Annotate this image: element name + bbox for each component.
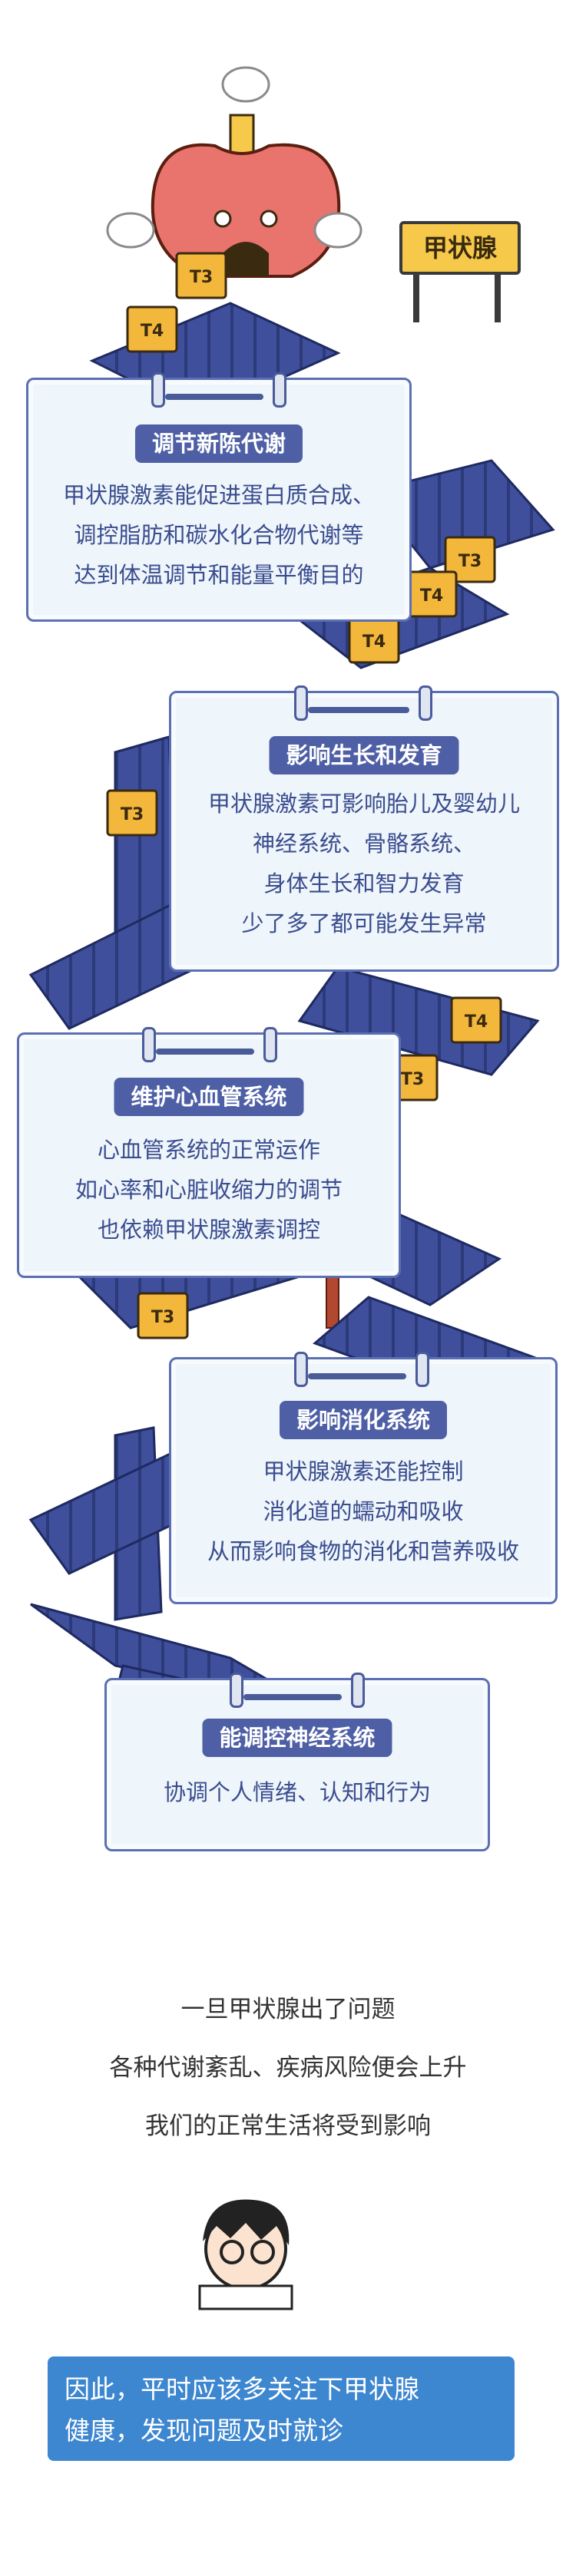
card-clip [142,1027,156,1062]
hormone-box-label: T4 [420,586,443,606]
card-binder-bar [308,1373,406,1379]
thyroid-door [223,242,269,276]
card-title: 影响生长和发育 [269,736,459,774]
hormone-box-label: T4 [141,322,164,341]
card-line: 甲状腺激素能促进蛋白质合成、 [62,482,375,508]
card-binder-bar [308,707,409,713]
signpost-leg [413,269,419,322]
card-binder-bar [243,1694,342,1700]
card-body: 协调个人情绪、认知和行为 [107,1772,488,1812]
card-metabolism: 调节新陈代谢 甲状腺激素能促进蛋白质合成、 调控脂肪和碳水化合物代谢等 达到体温… [26,372,412,622]
card-clip [273,372,286,408]
outro-line: 我们的正常生活将受到影响 [145,2112,431,2140]
card-line: 从而影响食物的消化和营养吸收 [207,1538,519,1564]
hormone-box-label: T3 [151,1308,174,1327]
card-clip [294,685,308,721]
card-body: 甲状腺激素能促进蛋白质合成、 调控脂肪和碳水化合物代谢等 达到体温调节和能量平衡… [28,475,409,595]
card-clip [263,1027,277,1062]
outro-line: 各种代谢紊乱、疾病风险便会上升 [109,2054,467,2082]
sign-label: 甲状腺 [422,233,497,263]
card-body: 甲状腺激素还能控制 消化道的蠕动和吸收 从而影响食物的消化和营养吸收 [171,1451,555,1571]
signpost-leg [495,269,501,322]
hormone-box-label: T3 [458,552,482,571]
hormone-box-t4: T4 [348,616,400,664]
card-line: 少了多了都可能发生异常 [241,910,487,936]
thyroid-eye [260,210,278,228]
hormone-box-label: T3 [121,805,144,824]
card-body: 心血管系统的正常运作 如心率和心脏收缩力的调节 也依赖甲状腺激素调控 [19,1130,399,1250]
card-digestion: 影响消化系统 甲状腺激素还能控制 消化道的蠕动和吸收 从而影响食物的消化和营养吸… [169,1352,558,1604]
doctor-avatar [198,2199,293,2310]
card-binder-bar [156,1049,254,1055]
card-line: 心血管系统的正常运作 [97,1137,320,1163]
thyroid-chimney [229,114,255,155]
hormone-box-t3: T3 [175,252,227,299]
card-line: 甲状腺激素还能控制 [263,1458,464,1485]
card-binder-bar [165,394,263,400]
card-line: 协调个人情绪、认知和行为 [163,1779,431,1805]
card-clip [419,685,432,721]
card-body: 甲状腺激素可影响胎儿及婴幼儿 神经系统、骨骼系统、 身体生长和智力发育 少了多了… [171,784,557,943]
card-clip [351,1673,365,1708]
steam-cloud [221,66,270,103]
hormone-box-t4: T4 [450,996,502,1044]
hormone-box-t3: T3 [444,536,496,583]
card-line: 也依赖甲状腺激素调控 [97,1217,320,1243]
outro-line: 一旦甲状腺出了问题 [180,1996,396,2023]
card-clip [415,1352,429,1387]
steam-cloud [313,212,362,249]
hormone-box-t4: T4 [126,305,178,353]
card-line: 甲状腺激素可影响胎儿及婴幼儿 [207,791,520,817]
card-line: 神经系统、骨骼系统、 [252,831,475,857]
card-growth: 影响生长和发育 甲状腺激素可影响胎儿及婴幼儿 神经系统、骨骼系统、 身体生长和智… [169,685,559,972]
card-cardiovascular: 维护心血管系统 心血管系统的正常运作 如心率和心脏收缩力的调节 也依赖甲状腺激素… [17,1027,401,1278]
card-title: 维护心血管系统 [114,1078,304,1116]
card-clip [151,372,165,408]
hormone-box-t3: T3 [106,789,158,837]
hormone-box-t4: T4 [406,570,458,618]
hormone-box-label: T3 [190,268,213,287]
hormone-box-t3: T3 [137,1292,189,1339]
card-line: 消化道的蠕动和吸收 [263,1498,464,1524]
final-note: 因此，平时应该多关注下甲状腺 健康，发现问题及时就诊 [48,2356,515,2461]
card-title: 影响消化系统 [279,1401,448,1439]
hormone-box-label: T4 [362,632,386,652]
card-line: 如心率和心脏收缩力的调节 [74,1177,343,1203]
card-clip [294,1352,308,1387]
steam-cloud [106,212,155,249]
card-line: 身体生长和智力发育 [263,870,465,897]
hormone-box-label: T3 [401,1070,424,1089]
final-note-line: 因此，平时应该多关注下甲状腺 [65,2374,419,2404]
card-line: 调控脂肪和碳水化合物代谢等 [74,522,364,548]
final-note-line: 健康，发现问题及时就诊 [65,2416,343,2446]
hormone-boxes: T3 T4 T3 T4 T4 T3 [106,252,502,1339]
thyroid-eye [214,210,232,228]
hormone-box-label: T4 [465,1012,488,1032]
card-nervous-system: 能调控神经系统 协调个人情绪、认知和行为 [104,1673,490,1851]
card-title: 能调控神经系统 [202,1719,392,1757]
thyroid-mascot-illustration [106,66,362,278]
card-line: 达到体温调节和能量平衡目的 [74,562,364,588]
card-title: 调节新陈代谢 [134,424,303,463]
card-clip [230,1673,243,1708]
thyroid-sign: 甲状腺 [399,221,521,275]
